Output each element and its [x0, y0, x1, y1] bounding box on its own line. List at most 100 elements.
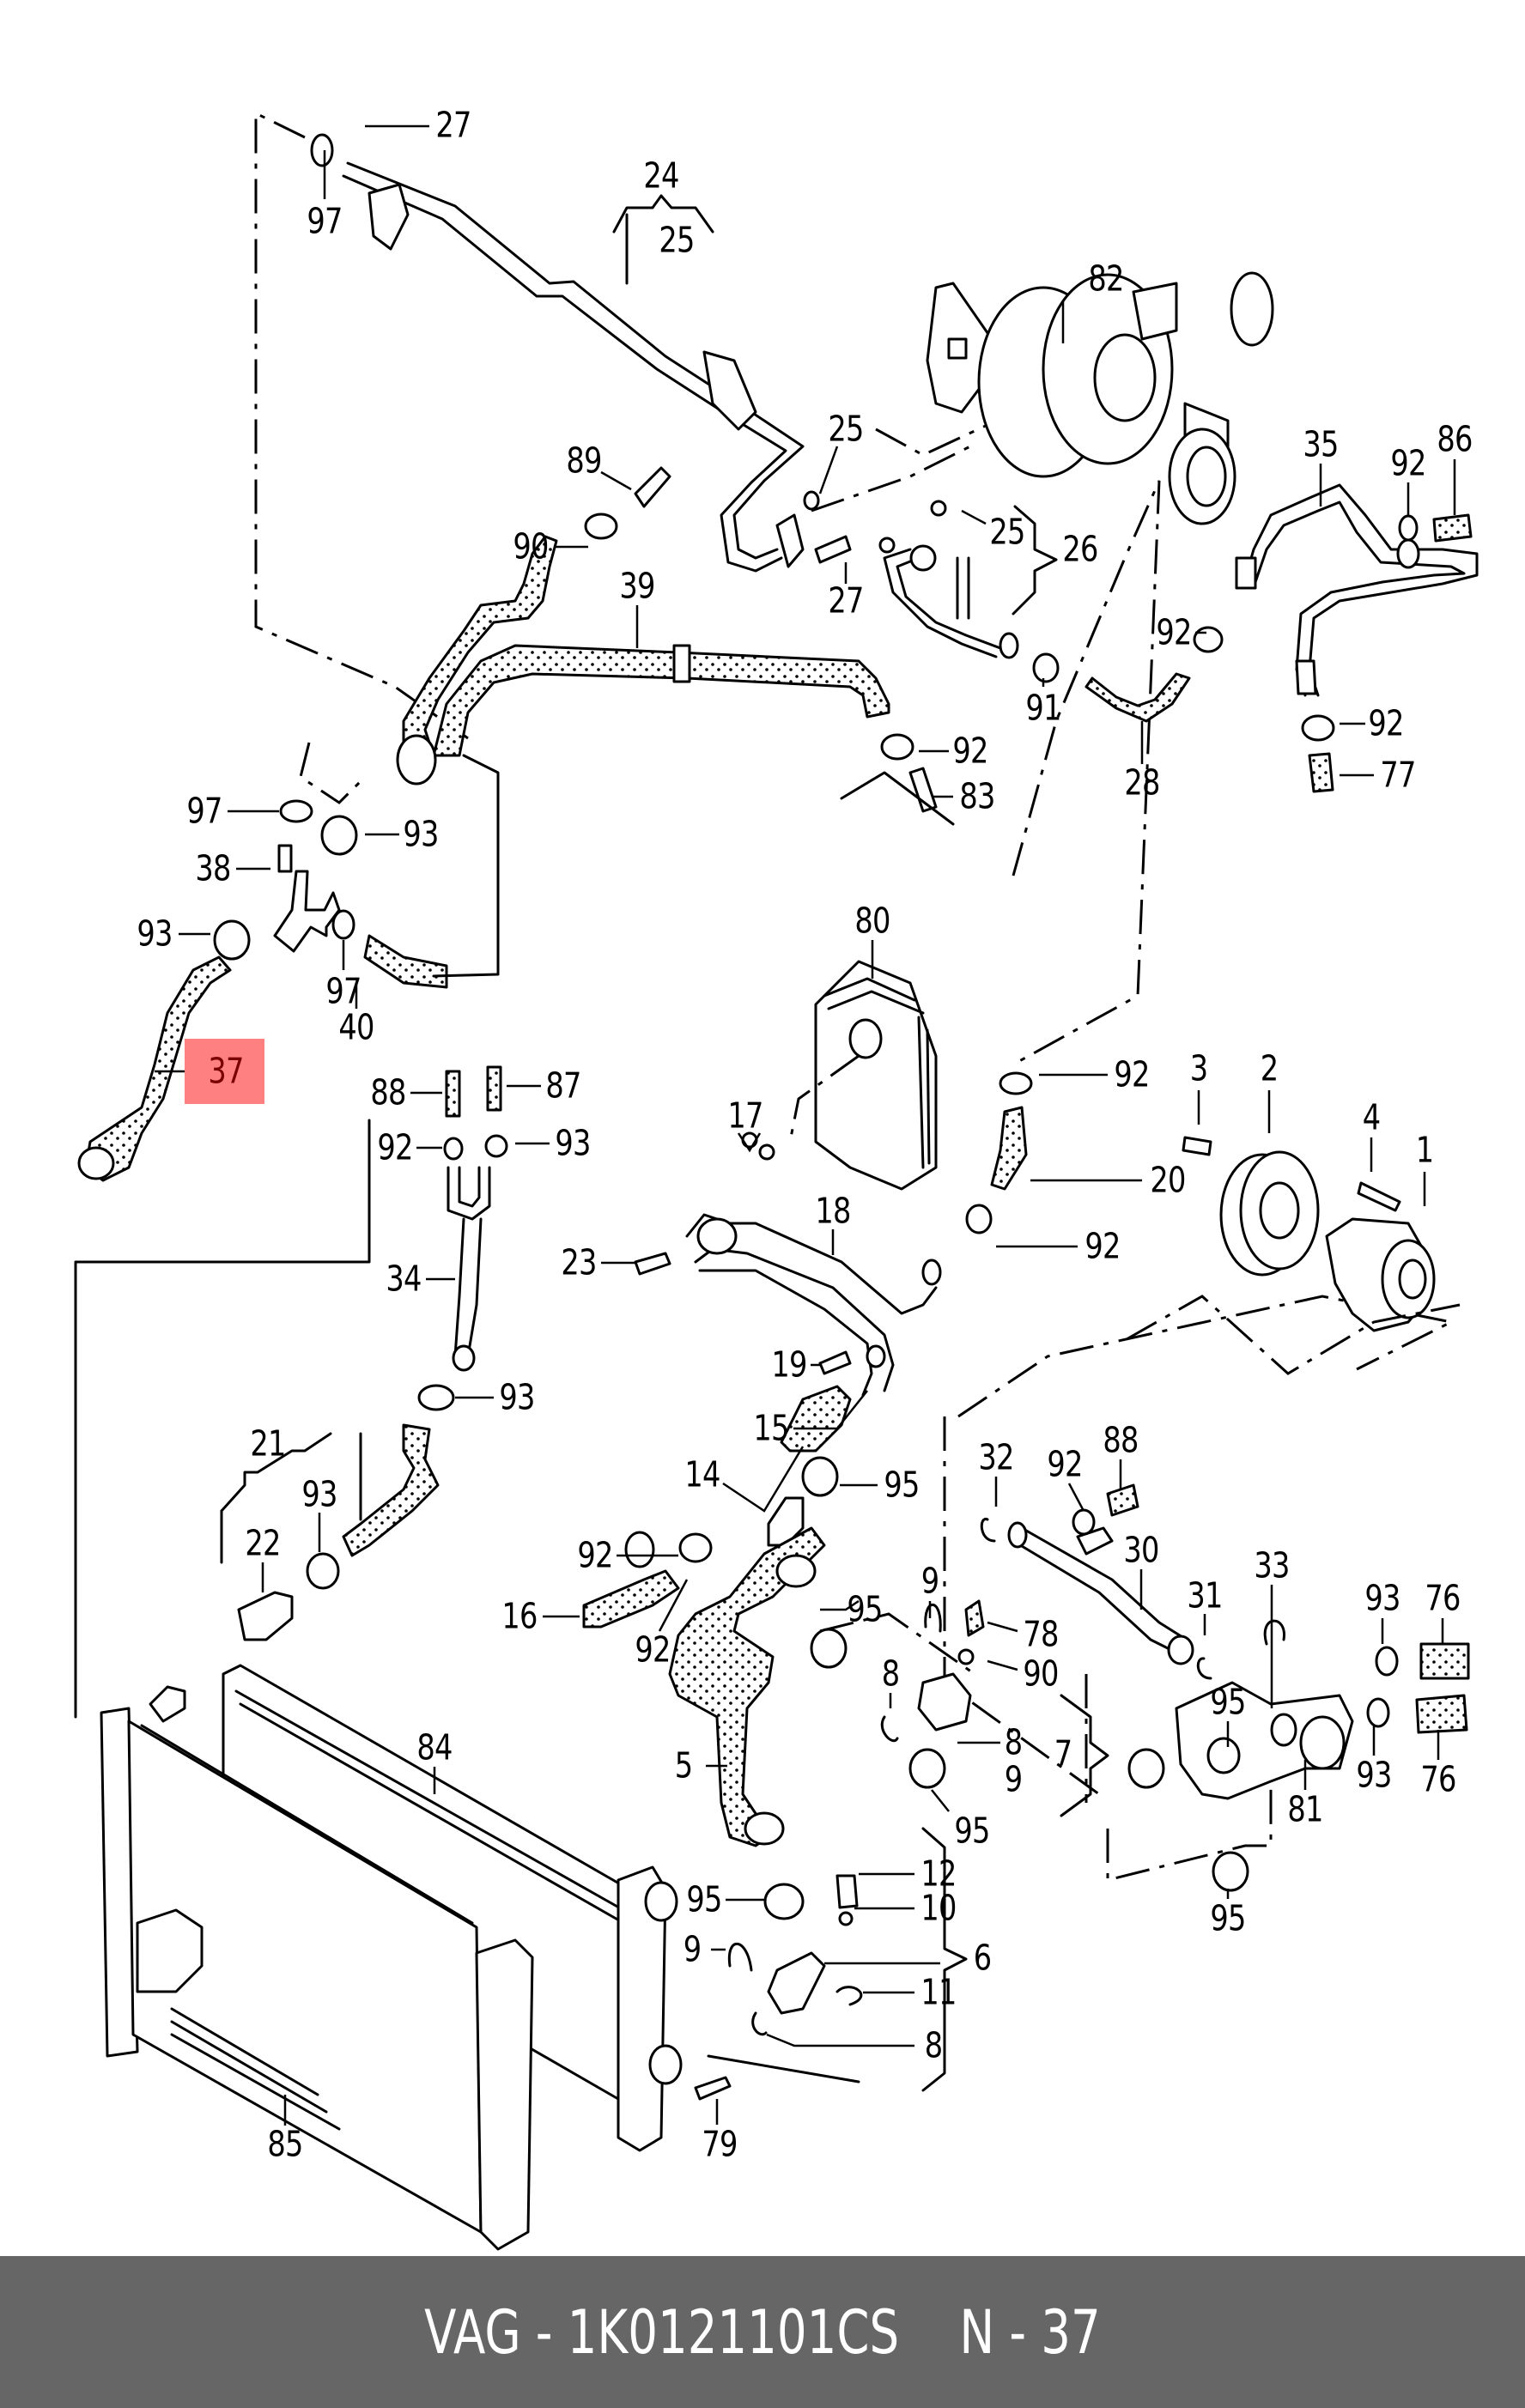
callout-22: 22	[245, 1522, 281, 1564]
callout-4: 4	[1362, 1096, 1381, 1138]
callout-89: 89	[566, 440, 602, 482]
radiator-85	[100, 1685, 534, 2251]
callout-95: 95	[1210, 1897, 1246, 1939]
hose-76-bottom	[1415, 1694, 1468, 1734]
callout-19: 19	[771, 1344, 807, 1386]
position-number: 37	[1041, 2296, 1101, 2368]
callout-92: 92	[1368, 702, 1404, 744]
callout-93: 93	[1364, 1577, 1400, 1619]
clamp-92-88	[1072, 1508, 1096, 1536]
hose-5-lower-end	[744, 1811, 785, 1846]
callout-95: 95	[954, 1810, 990, 1852]
clamp-95-5-right	[810, 1628, 848, 1669]
callout-37: 37	[208, 1050, 244, 1092]
water-pump-assembly	[1126, 1136, 1461, 1375]
callout-81: 81	[1287, 1788, 1323, 1830]
flange-7	[880, 1599, 985, 1789]
callout-35: 35	[1303, 423, 1339, 465]
callout-92: 92	[577, 1534, 613, 1576]
callout-92: 92	[1156, 611, 1192, 653]
callout-93: 93	[301, 1473, 337, 1515]
callout-95: 95	[884, 1464, 920, 1506]
callout-8: 8	[1004, 1721, 1023, 1763]
callout-97: 97	[325, 970, 362, 1012]
callout-9: 9	[1004, 1758, 1023, 1800]
turbocharger	[926, 271, 1274, 525]
clamp-93-lower	[213, 919, 251, 961]
leader-40-bracket	[432, 754, 500, 978]
callout-32: 32	[978, 1436, 1014, 1478]
coolant-pipe-26	[814, 500, 1019, 659]
clamp-92-77	[1301, 714, 1335, 742]
coolant-pipe-18	[685, 1213, 942, 1397]
brand-separator: -	[535, 2296, 553, 2368]
hose-37	[84, 955, 232, 1182]
clamp-95-81-bottom	[1212, 1851, 1249, 1892]
callout-97: 97	[186, 790, 222, 832]
part-info-footer: VAG - 1K0121101CS N - 37	[0, 2256, 1525, 2408]
clamp-92-16	[624, 1531, 655, 1568]
hose-28	[1085, 672, 1191, 723]
hose-21	[342, 1423, 440, 1557]
callout-25: 25	[659, 219, 695, 261]
callout-90: 90	[513, 525, 549, 567]
hose-20	[990, 1106, 1028, 1191]
callout-79: 79	[702, 2123, 738, 2165]
pipe-83	[908, 767, 938, 813]
clamp-92-20-top	[999, 1071, 1033, 1095]
thermostat-housing-81	[1175, 1681, 1354, 1800]
hose-77	[1308, 752, 1334, 793]
callout-92: 92	[377, 1126, 413, 1168]
clamp-93-21	[306, 1552, 340, 1590]
callout-93: 93	[1356, 1754, 1392, 1796]
seal-17b	[758, 1143, 775, 1161]
callout-30: 30	[1123, 1529, 1159, 1571]
clamp-92-20-bottom	[965, 1204, 993, 1234]
callout-20: 20	[1150, 1159, 1186, 1201]
callout-92: 92	[1390, 442, 1426, 484]
callout-80: 80	[854, 900, 890, 942]
clamp-97-upper	[279, 799, 313, 823]
callout-5: 5	[674, 1744, 693, 1786]
position-label: N	[959, 2296, 995, 2368]
callout-93: 93	[403, 813, 439, 855]
hose-39	[396, 535, 890, 785]
clamp-92-83	[880, 733, 914, 761]
coolant-pipe-24	[310, 133, 820, 573]
callout-26: 26	[1062, 528, 1098, 570]
leader-lines	[155, 124, 1456, 2126]
callout-10: 10	[920, 1887, 957, 1929]
bolt-4	[1357, 1181, 1401, 1212]
callout-31: 31	[1187, 1574, 1223, 1616]
callout-17: 17	[727, 1095, 763, 1137]
callout-3: 3	[1189, 1047, 1208, 1089]
callout-92: 92	[1114, 1053, 1150, 1095]
callout-27: 27	[435, 104, 471, 146]
hose-37-end	[77, 1146, 115, 1180]
clamp-95-5	[775, 1554, 817, 1588]
callout-93: 93	[555, 1122, 591, 1164]
clamp-97-lower	[331, 909, 355, 940]
clamp-93-upper	[320, 815, 358, 856]
callout-2: 2	[1260, 1047, 1279, 1089]
callout-93: 93	[499, 1376, 535, 1418]
callout-86: 86	[1437, 418, 1473, 460]
coolant-pipe-35	[1235, 483, 1479, 697]
clamp-92-14	[678, 1532, 713, 1563]
callout-92: 92	[635, 1629, 671, 1671]
clamp-93-76-bottom	[1366, 1697, 1390, 1728]
callout-91: 91	[1025, 687, 1061, 729]
callout-92: 92	[1047, 1443, 1083, 1485]
hose-76-top	[1419, 1642, 1470, 1680]
callout-18: 18	[815, 1190, 851, 1232]
part-number[interactable]: 1K0121101CS	[567, 2296, 900, 2368]
callout-9: 9	[920, 1560, 939, 1602]
callout-84: 84	[416, 1726, 453, 1768]
clamp-92-28	[1193, 626, 1224, 653]
callout-85: 85	[267, 2123, 303, 2165]
hose-88-right	[1106, 1483, 1139, 1517]
callout-38: 38	[195, 847, 231, 889]
callout-28: 28	[1124, 761, 1160, 804]
callout-88: 88	[370, 1071, 406, 1113]
highlighted-callout-37[interactable]: 37	[185, 1039, 264, 1104]
